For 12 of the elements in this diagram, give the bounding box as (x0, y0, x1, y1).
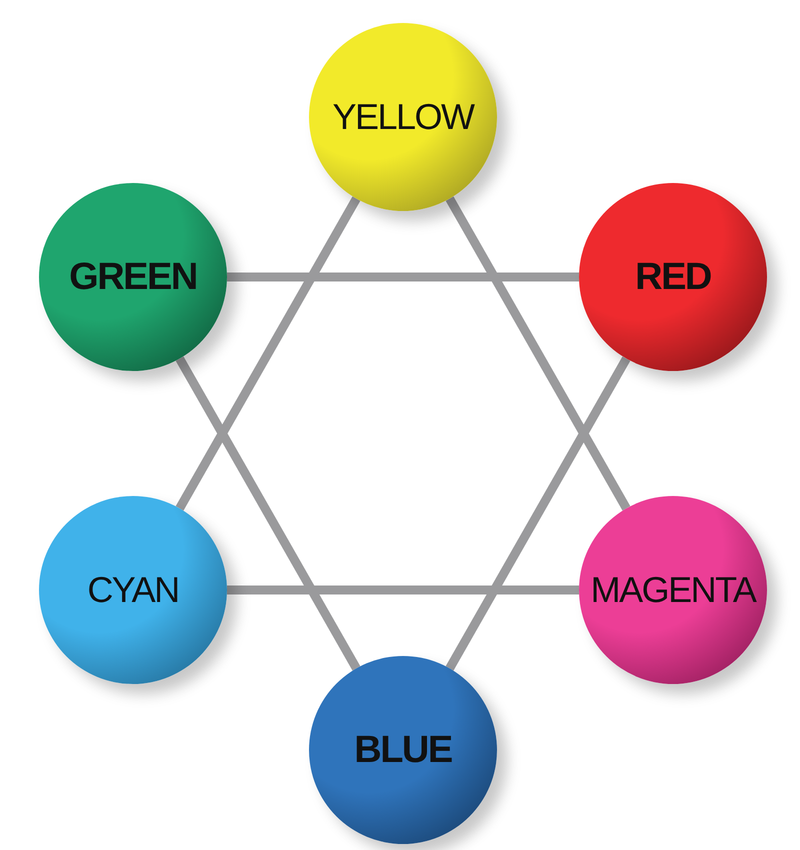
color-name: BLUE (354, 728, 452, 772)
connector-line (446, 196, 630, 511)
connector-line (176, 196, 360, 511)
color-name: MAGENTA (590, 569, 756, 611)
color-name: YELLOW (332, 96, 474, 138)
connector-line (446, 356, 630, 671)
connector-line (227, 586, 579, 594)
color-name: GREEN (69, 256, 197, 298)
connector-line (227, 272, 579, 282)
connector-line (176, 356, 360, 671)
color-name: CYAN (87, 569, 179, 611)
color-name: RED (635, 256, 711, 298)
